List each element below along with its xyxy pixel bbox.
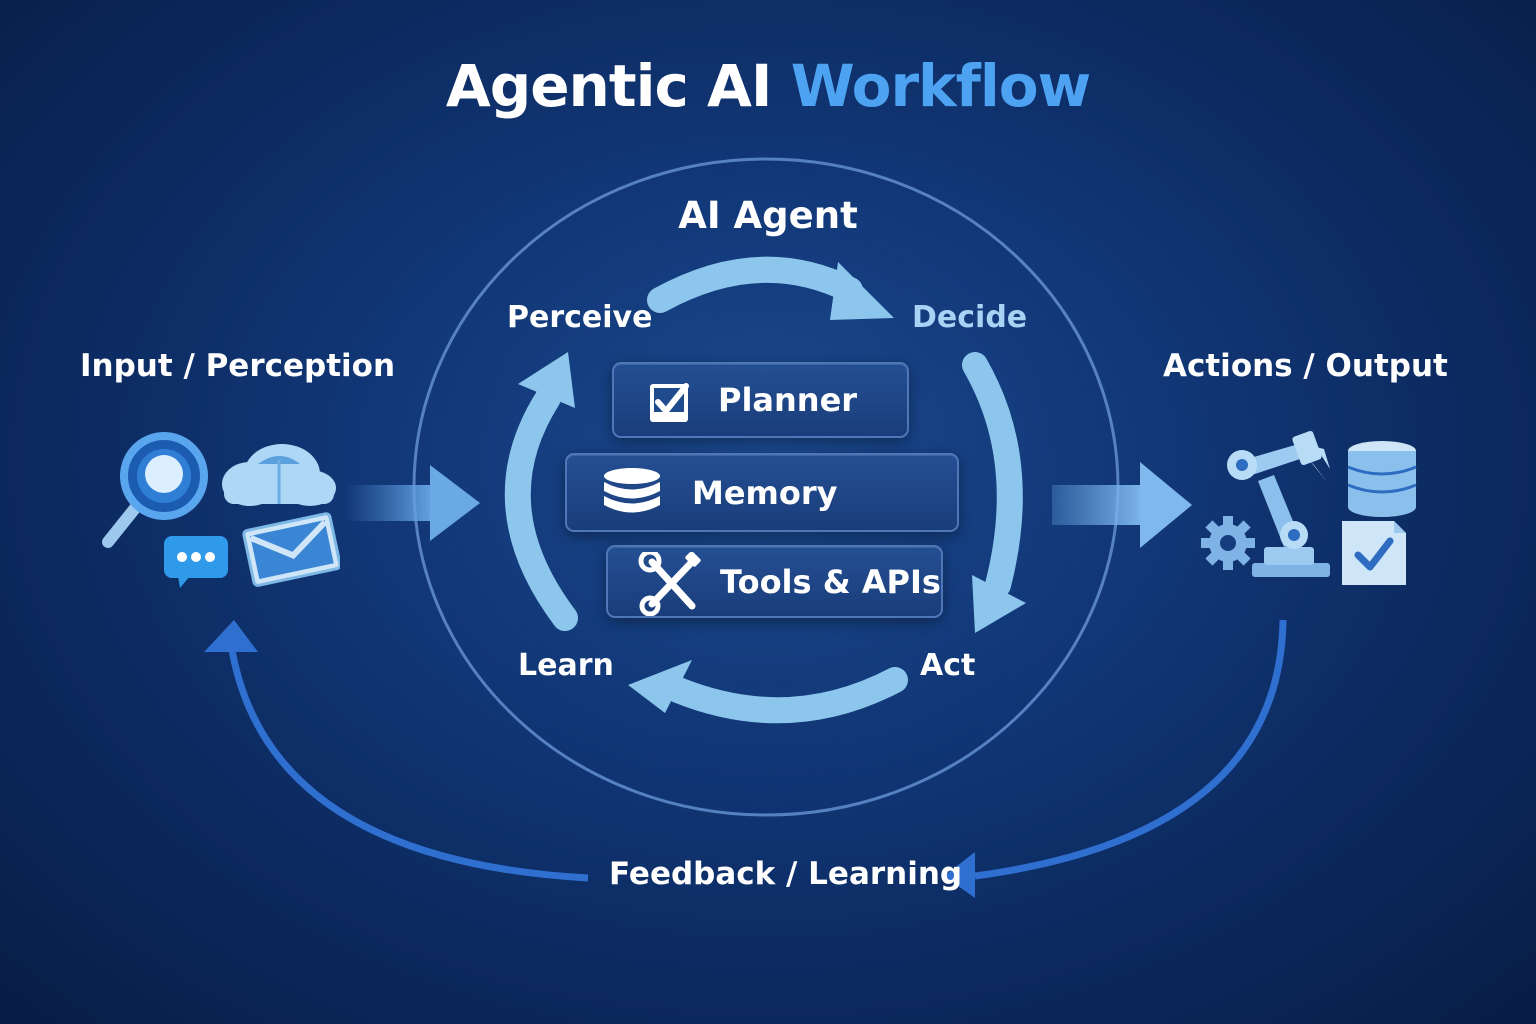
output-icons xyxy=(1198,425,1428,594)
stage-label-learn: Learn xyxy=(518,648,614,683)
database-icon xyxy=(1347,441,1417,517)
wrench-screwdriver-icon xyxy=(638,552,701,616)
agent-to-output-arrow xyxy=(1052,462,1192,548)
memory-card: Memory xyxy=(565,453,959,532)
learn-to-perceive-arrow xyxy=(504,352,578,631)
gear-icon xyxy=(1201,516,1255,570)
input-icon-cluster xyxy=(102,432,342,588)
magnifier-icon xyxy=(102,432,208,548)
act-to-learn-arrow xyxy=(628,660,908,724)
input-section-label: Input / Perception xyxy=(80,348,396,384)
stage-label-perceive: Perceive xyxy=(507,300,653,335)
feedback-label: Feedback / Learning xyxy=(609,856,963,892)
stage-label-act: Act xyxy=(920,648,976,683)
input-icons xyxy=(100,430,342,594)
chat-bubble-icon xyxy=(164,536,228,588)
planner-card: Planner xyxy=(612,362,909,438)
stage-label-decide: Decide xyxy=(912,300,1028,335)
title-main: Agentic AI xyxy=(445,52,773,120)
decide-to-act-arrow xyxy=(962,352,1026,633)
feedback-arrow-right xyxy=(944,619,1287,898)
cloud-icon xyxy=(222,444,336,506)
database-icon xyxy=(604,468,660,513)
memory-label: Memory xyxy=(692,473,838,512)
page-title: Agentic AI Workflow xyxy=(0,52,1536,120)
tools-label: Tools & APIs xyxy=(720,562,941,601)
title-accent: Workflow xyxy=(790,52,1091,120)
output-icon-cluster xyxy=(1201,430,1417,585)
output-section-label: Actions / Output xyxy=(1163,348,1448,384)
checked-document-icon xyxy=(1342,521,1406,585)
perceive-to-decide-arrow xyxy=(647,256,894,320)
agent-title: AI Agent xyxy=(678,194,858,237)
planner-label: Planner xyxy=(718,381,858,419)
input-to-agent-arrow xyxy=(345,465,480,541)
feedback-arrow-left xyxy=(204,620,589,882)
checklist-icon xyxy=(650,383,689,422)
robot-arm-icon xyxy=(1227,430,1330,577)
tools-card: Tools & APIs xyxy=(606,545,943,618)
envelope-icon xyxy=(242,512,342,587)
